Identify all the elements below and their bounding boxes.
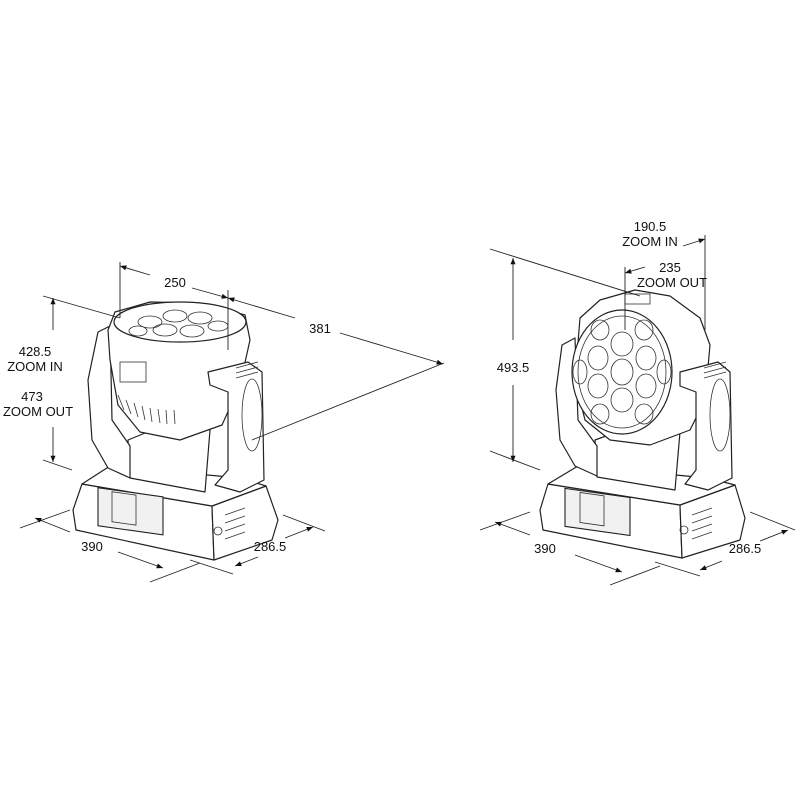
right-height-label: 493.5: [497, 360, 530, 375]
left-fixture: [72, 301, 279, 561]
right-fixture: [539, 289, 746, 559]
left-head-fins: [117, 394, 176, 425]
right-lens-cells: [572, 319, 672, 425]
right-lens-ring: [571, 309, 673, 435]
right-base-depth-label: 286.5: [729, 541, 762, 556]
left-base-depth-label: 286.5: [254, 539, 287, 554]
right-arm-cover: [709, 378, 731, 452]
right-base-width-label: 390: [534, 541, 556, 556]
left-dimensions: 250 381 428.5 ZOOM IN 473 ZOOM OUT 390 2…: [3, 262, 445, 583]
right-lens-inner: [577, 315, 667, 429]
left-display-screen: [111, 491, 137, 526]
left-base-vents: [224, 507, 246, 540]
right-connector: [679, 525, 689, 535]
left-head-width-label: 250: [164, 275, 186, 290]
right-zoom-in-label: ZOOM IN: [622, 234, 678, 249]
left-arm-cover: [241, 378, 263, 452]
right-display-panel: [564, 487, 631, 537]
left-base-width-label: 390: [81, 539, 103, 554]
right-arm-right: [679, 361, 733, 491]
left-head-label: [119, 361, 147, 383]
right-dimensions: 493.5 190.5 ZOOM IN 235 ZOOM OUT 390 286…: [479, 219, 796, 586]
left-height-zoom-in-label: ZOOM IN: [7, 359, 63, 374]
right-arm-vents: [703, 361, 727, 379]
left-arm-vents: [235, 361, 259, 379]
right-zoom-out-value: 235: [659, 260, 681, 275]
right-display-screen: [579, 492, 605, 527]
left-depth-label: 381: [309, 321, 331, 336]
right-zoom-out-label: ZOOM OUT: [637, 275, 707, 290]
left-height-zoom-in-value: 428.5: [19, 344, 52, 359]
left-lens-cells: [128, 309, 229, 338]
left-arm-right: [207, 361, 265, 493]
left-lens-ring: [113, 301, 247, 343]
left-height-zoom-out-label: ZOOM OUT: [3, 404, 73, 419]
left-height-zoom-out-value: 473: [21, 389, 43, 404]
left-connector: [213, 526, 223, 536]
left-display-panel: [97, 487, 164, 536]
right-base-vents: [691, 507, 713, 540]
right-zoom-in-value: 190.5: [634, 219, 667, 234]
